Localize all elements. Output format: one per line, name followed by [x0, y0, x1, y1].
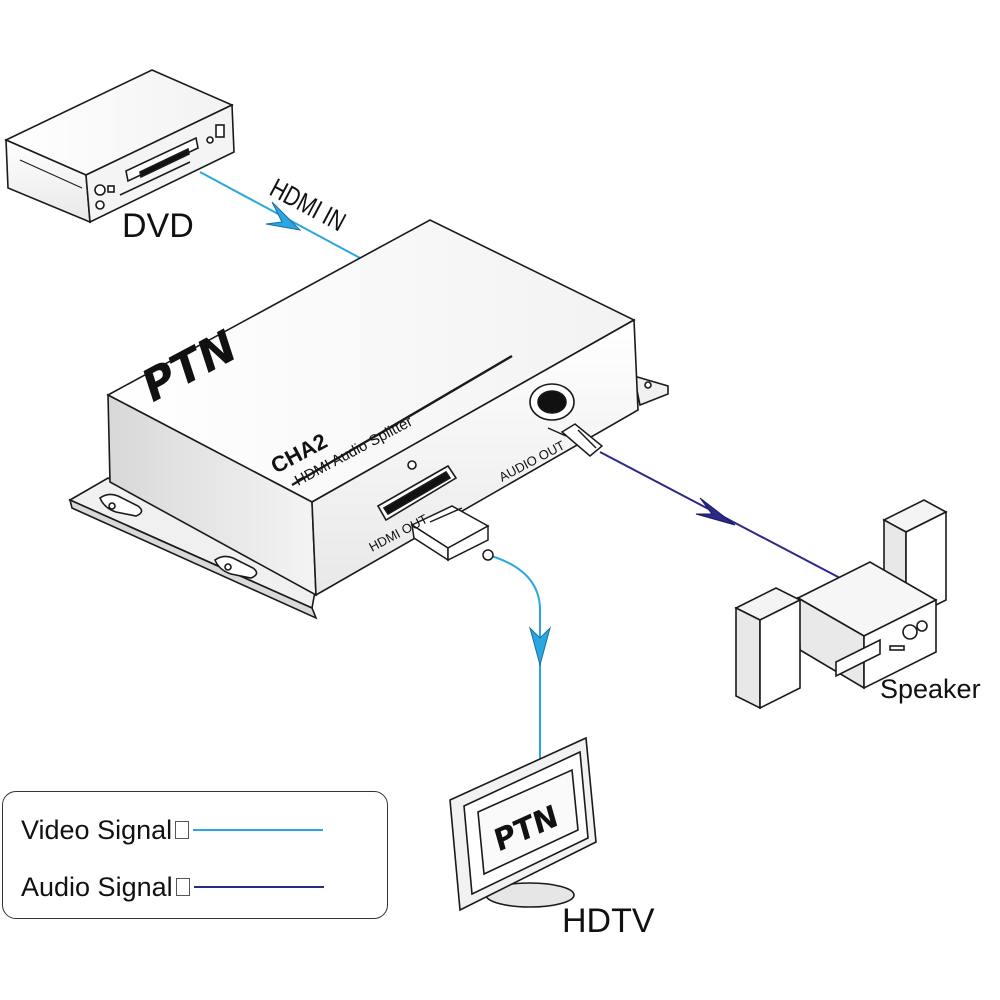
hdtv [449, 736, 597, 912]
legend-audio-line [193, 886, 324, 888]
dvd-label: DVD [122, 207, 194, 245]
hdmi-in-arrow [265, 201, 302, 231]
hdmi-plug [410, 505, 494, 562]
legend-audio-row: Audio Signal [21, 869, 324, 905]
splitter-box [68, 219, 669, 620]
legend-video-line [193, 829, 324, 831]
audio-out-arrow [695, 497, 736, 526]
audio-plug [547, 423, 604, 457]
legend-video-label: Video Signal [21, 814, 173, 845]
dvd-player [4, 69, 235, 224]
legend-audio-box-icon [175, 878, 190, 896]
speaker-system [734, 499, 948, 710]
speaker-label: Speaker [880, 674, 981, 704]
legend-audio-label: Audio Signal [21, 871, 173, 902]
legend-video-box-icon [175, 821, 190, 839]
legend-video-row: Video Signal [21, 812, 324, 848]
video-out-arrow [529, 626, 551, 667]
video-out-cable [487, 554, 541, 765]
hdmi-in-label: HDMI IN [265, 173, 350, 237]
hdtv-label: HDTV [562, 902, 655, 940]
legend: Video Signal Audio Signal [2, 791, 388, 919]
